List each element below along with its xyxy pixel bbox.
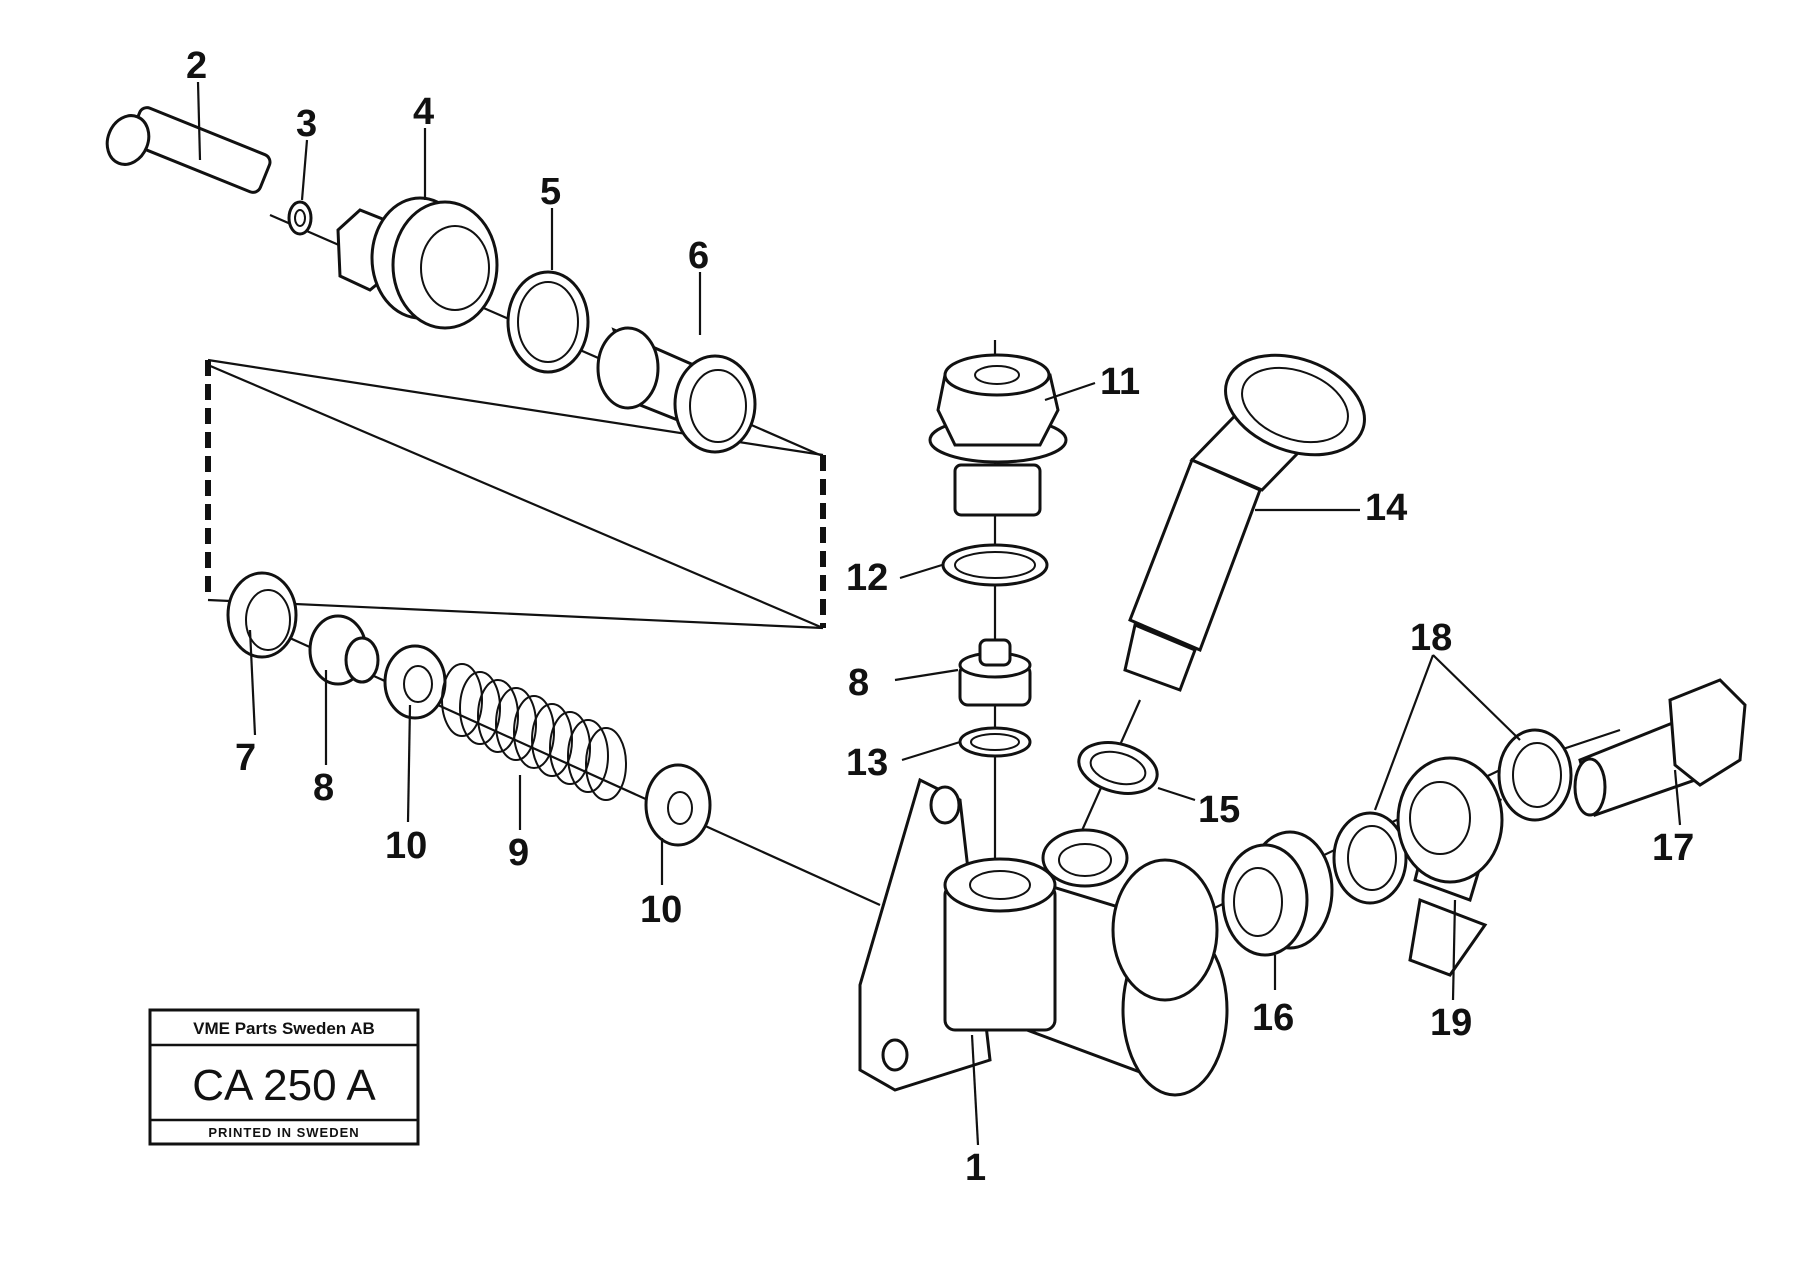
callout-4: 4 — [413, 91, 434, 133]
title-block-footer: PRINTED IN SWEDEN — [208, 1125, 359, 1140]
callout-17: 17 — [1652, 827, 1694, 869]
part-11-fitting — [928, 353, 1068, 517]
part-8-valve-center — [958, 638, 1032, 707]
part-8-valve-left — [308, 614, 380, 686]
part-1-pump-housing — [858, 777, 1229, 1097]
part-19-banjo — [1396, 756, 1504, 977]
callout-19: 19 — [1430, 1002, 1472, 1044]
callout-10-left: 10 — [385, 825, 427, 867]
part-4-valve-body — [336, 196, 499, 330]
callout-18: 18 — [1410, 617, 1452, 659]
title-block-company: VME Parts Sweden AB — [193, 1019, 375, 1038]
part-5-ring — [506, 270, 590, 374]
callout-2: 2 — [186, 45, 207, 87]
part-15-ring — [1077, 741, 1159, 795]
callout-6: 6 — [688, 235, 709, 277]
part-7-seat — [226, 571, 298, 659]
callout-8-left: 8 — [313, 767, 334, 809]
callout-8-center: 8 — [848, 662, 869, 704]
callout-11: 11 — [1100, 361, 1140, 403]
part-16-fitting — [1221, 830, 1334, 957]
part-6-cylinder — [596, 326, 757, 454]
part-12-ring — [941, 543, 1049, 587]
part-9-spring — [441, 663, 627, 801]
callout-9: 9 — [508, 832, 529, 874]
callout-3: 3 — [296, 103, 317, 145]
callout-1: 1 — [965, 1147, 986, 1189]
callout-labels: 2 3 4 5 6 7 8 9 10 10 11 12 8 13 14 15 1… — [186, 45, 1694, 1189]
part-17-banjo-bolt — [1573, 678, 1747, 817]
leader-lines — [196, 81, 1682, 1146]
callout-14: 14 — [1365, 487, 1407, 529]
part-14-hand-pump — [1123, 353, 1366, 692]
part-2-bolt — [105, 106, 272, 194]
callout-5: 5 — [540, 171, 561, 213]
callout-7: 7 — [235, 737, 256, 779]
callout-16: 16 — [1252, 997, 1294, 1039]
part-10-washer-right — [644, 763, 712, 847]
part-3-washer — [287, 200, 313, 236]
part-18-washer-right — [1497, 728, 1573, 822]
title-block: VME Parts Sweden AB CA 250 A PRINTED IN … — [148, 1008, 420, 1146]
part-13-ring — [958, 726, 1032, 758]
title-block-code: CA 250 A — [192, 1061, 376, 1110]
callout-10-right: 10 — [640, 889, 682, 931]
callout-12: 12 — [846, 557, 888, 599]
callout-13: 13 — [846, 742, 888, 784]
part-18-washer-left — [1332, 811, 1408, 905]
callout-15: 15 — [1198, 789, 1240, 831]
part-10-washer-left — [383, 644, 447, 720]
